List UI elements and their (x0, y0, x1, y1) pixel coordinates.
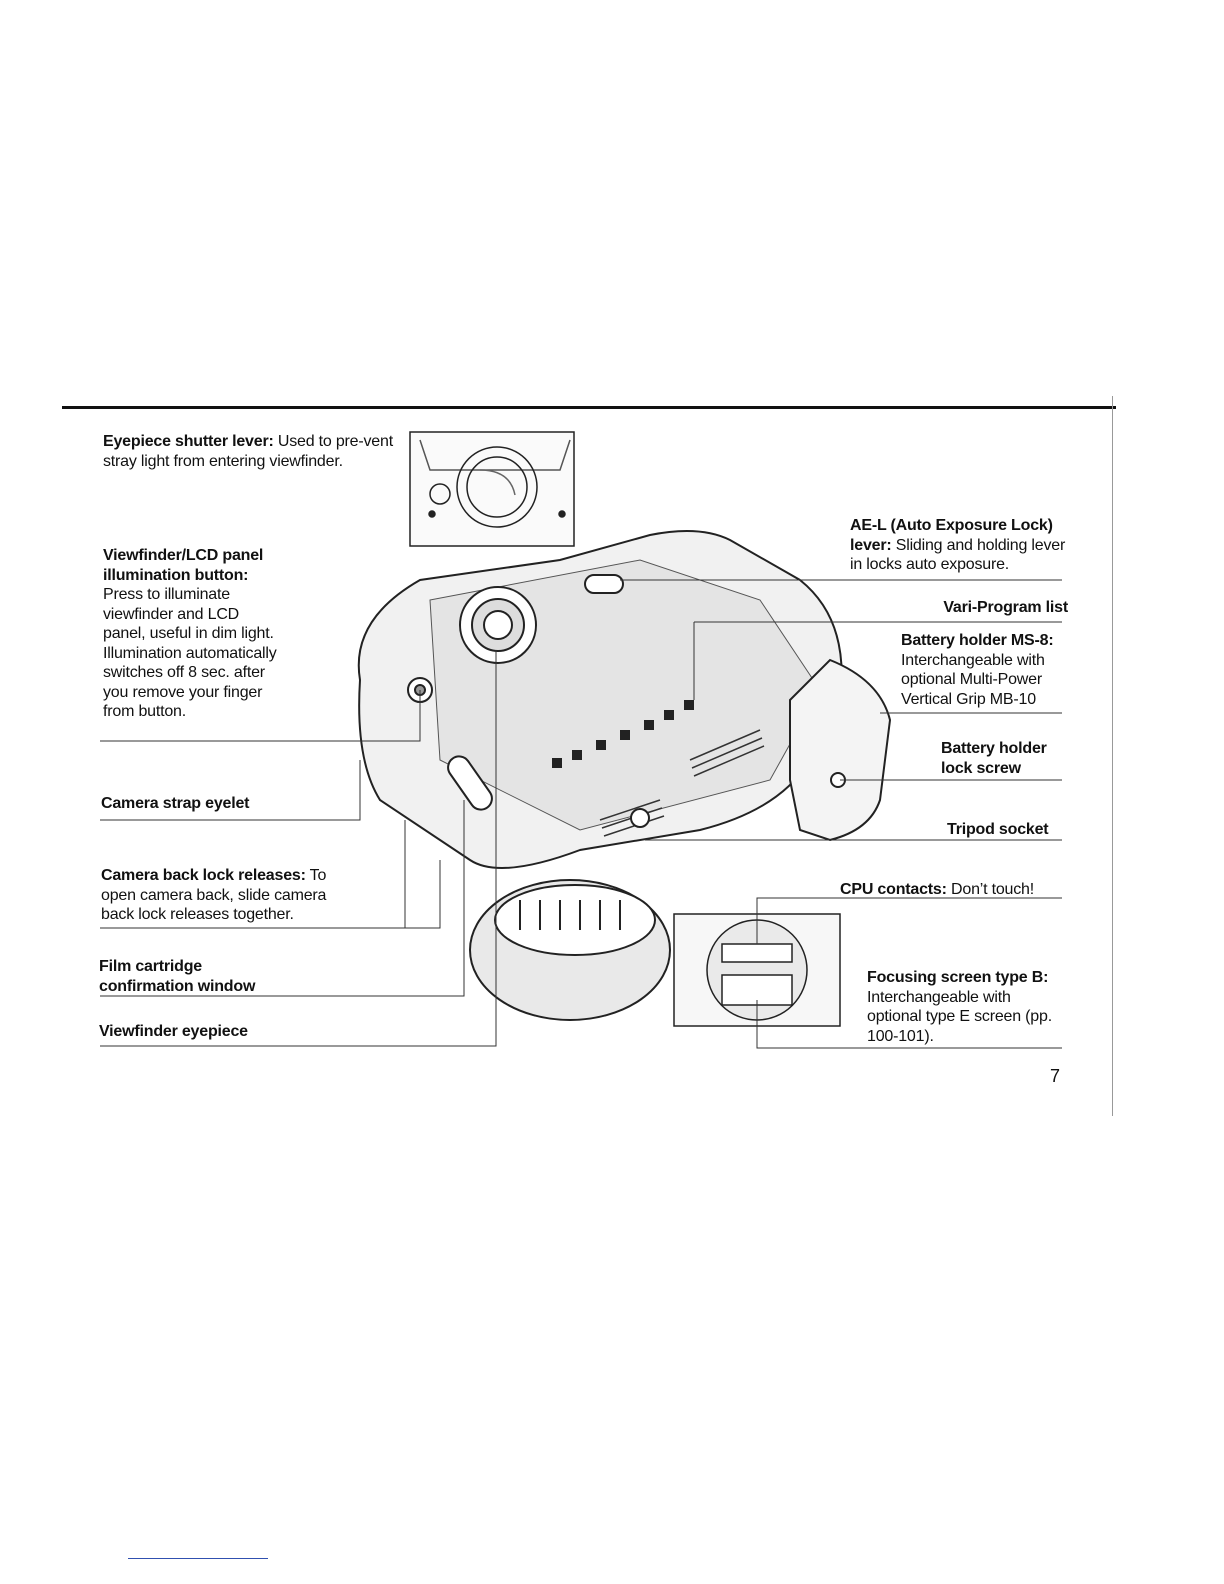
label-battery-holder: Battery holder MS-8: Interchangeable wit… (901, 632, 1054, 708)
label-ae-l-lever: AE-L (Auto Exposure Lock) lever: Sliding… (850, 517, 1066, 573)
label-eyepiece-shutter-lever: Eyepiece shutter lever: Used to pre-vent… (103, 433, 393, 470)
label-illumination-button: Viewfinder/LCD panel illumination button… (103, 547, 277, 720)
label-cpu-contacts: CPU contacts: Don’t touch! (840, 881, 1034, 898)
header-rule (62, 406, 1116, 409)
label-film-cartridge-window: Film cartridge confirmation window (99, 958, 256, 995)
label-focusing-screen: Focusing screen type B: Interchangeable … (867, 969, 1052, 1045)
label-viewfinder-eyepiece: Viewfinder eyepiece (99, 1023, 248, 1040)
page-edge-rule (1112, 396, 1113, 1116)
footer-line (128, 1558, 268, 1559)
label-battery-holder-lock-screw: Battery holder lock screw (941, 740, 1047, 777)
eyepiece-inset (409, 431, 575, 547)
page-number: 7 (1050, 1066, 1061, 1086)
label-camera-back-lock-releases: Camera back lock releases: To open camer… (101, 867, 327, 923)
camera-body (357, 530, 892, 1021)
label-tripod-socket: Tripod socket (947, 821, 1049, 838)
label-camera-strap-eyelet: Camera strap eyelet (101, 795, 250, 812)
label-vari-program-list: Vari-Program list (943, 599, 1068, 616)
